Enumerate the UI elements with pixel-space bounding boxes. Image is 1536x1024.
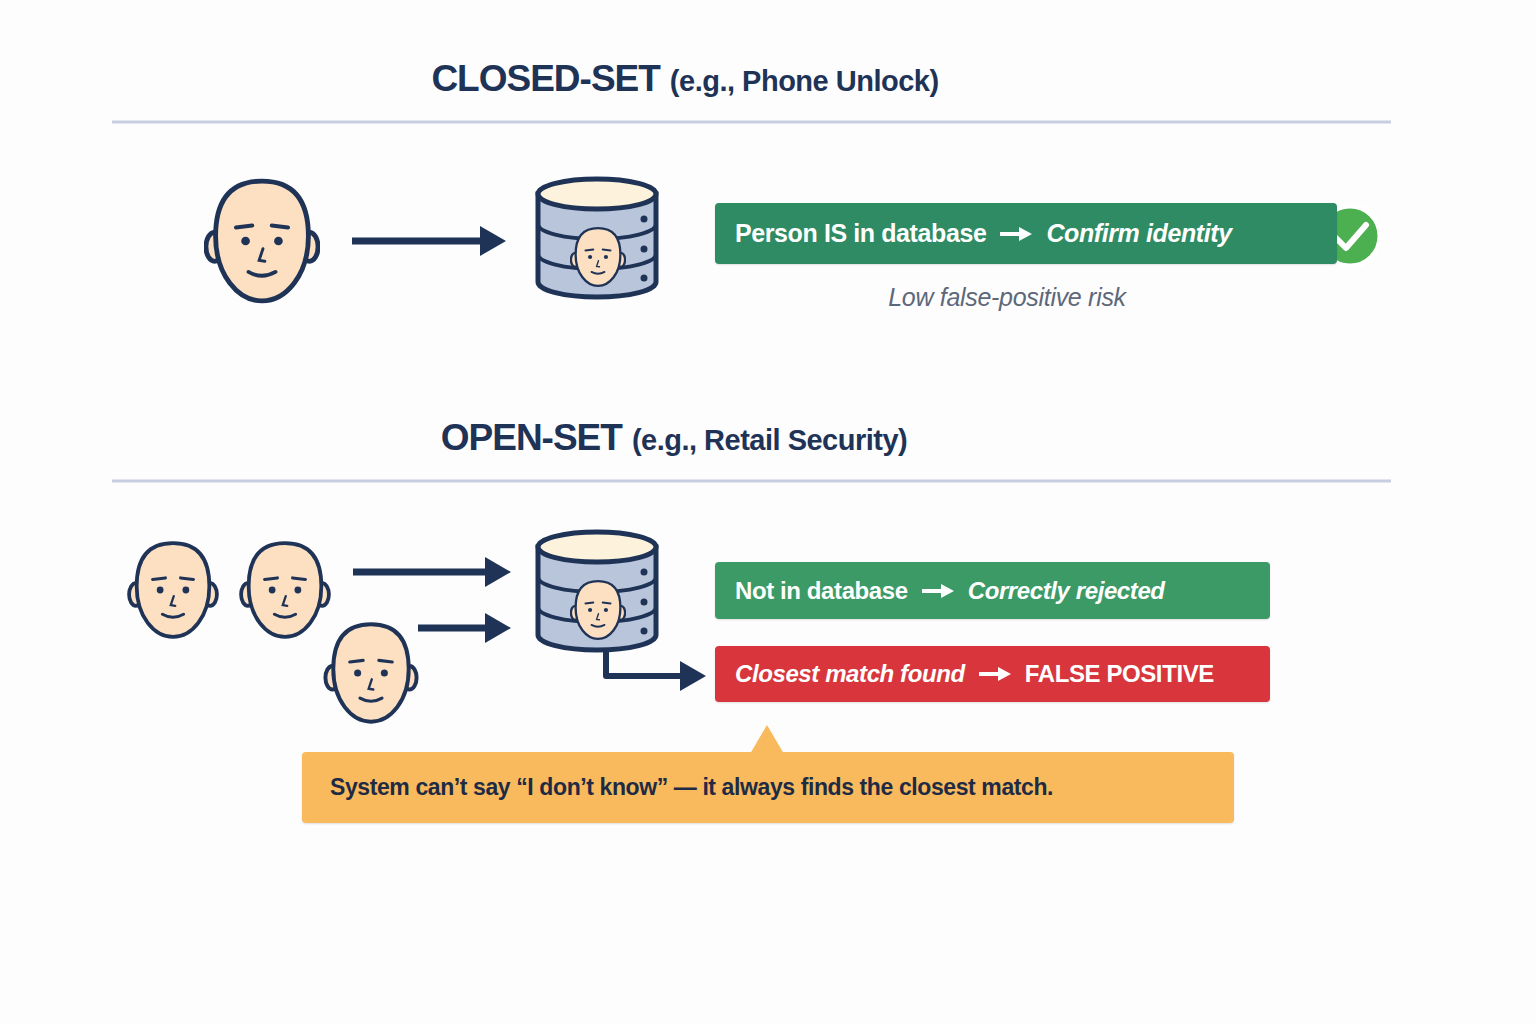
- box-result-text: Correctly rejected: [968, 577, 1165, 605]
- section-heading: OPEN-SET: [441, 417, 622, 459]
- arrow-shaft: [352, 238, 484, 245]
- arrow-head: [998, 667, 1011, 681]
- error-box: Closest match found FALSE POSITIVE: [715, 646, 1270, 702]
- note-text: Low false-positive risk: [888, 283, 1126, 312]
- enrolled-face: [571, 228, 625, 286]
- section-example: (e.g., Phone Unlock): [670, 65, 939, 98]
- arrow-shaft: [606, 652, 684, 676]
- section-heading: CLOSED-SET: [431, 58, 659, 100]
- section-rule: [112, 480, 1391, 483]
- arrow-shaft: [922, 589, 944, 593]
- flow-arrow: [418, 613, 511, 643]
- box-text: Not in database: [735, 577, 908, 605]
- enrolled-face: [571, 581, 625, 639]
- section-rule: [112, 121, 1391, 124]
- box-result-text: FALSE POSITIVE: [1025, 660, 1214, 688]
- check-mark: [1335, 225, 1366, 248]
- inline-arrow: [977, 665, 1013, 683]
- result-box: Not in database Correctly rejected: [715, 562, 1270, 619]
- label-line: Low false-positive risk: [800, 283, 1214, 312]
- callout-box: System can’t say “I don’t know” — it alw…: [302, 752, 1234, 823]
- arrow-head: [480, 226, 506, 256]
- inline-arrow: [920, 582, 956, 600]
- result-box: Person IS in database Confirm identity: [715, 203, 1337, 264]
- arrow-shaft: [418, 625, 489, 632]
- flow-arrow: [352, 226, 506, 256]
- person-face: [129, 543, 217, 637]
- match-arrow: [606, 652, 706, 691]
- arrow-head: [680, 661, 706, 691]
- arrow-shaft: [1000, 232, 1022, 236]
- arrow-head: [485, 613, 511, 643]
- box-text: Closest match found: [735, 660, 965, 688]
- arrow-head: [941, 584, 954, 598]
- database-icon: [538, 532, 656, 650]
- person-face: [241, 543, 329, 637]
- section-example: (e.g., Retail Security): [632, 424, 907, 457]
- box-text: Person IS in database: [735, 219, 986, 248]
- box-text: System can’t say “I don’t know” — it alw…: [330, 774, 1053, 801]
- label-line: CLOSED-SET (e.g., Phone Unlock): [0, 58, 1370, 100]
- callout-tail: [750, 725, 784, 754]
- flow-arrow: [353, 557, 511, 587]
- person-face: [325, 624, 416, 721]
- arrow-head: [1019, 227, 1032, 241]
- inline-arrow: [998, 225, 1034, 243]
- person-face: [206, 181, 318, 301]
- label-line: OPEN-SET (e.g., Retail Security): [0, 417, 1348, 459]
- arrow-shaft: [979, 672, 1001, 676]
- database-icon: [538, 179, 656, 297]
- arrow-shaft: [353, 569, 489, 576]
- box-result-text: Confirm identity: [1046, 219, 1231, 248]
- arrow-head: [485, 557, 511, 587]
